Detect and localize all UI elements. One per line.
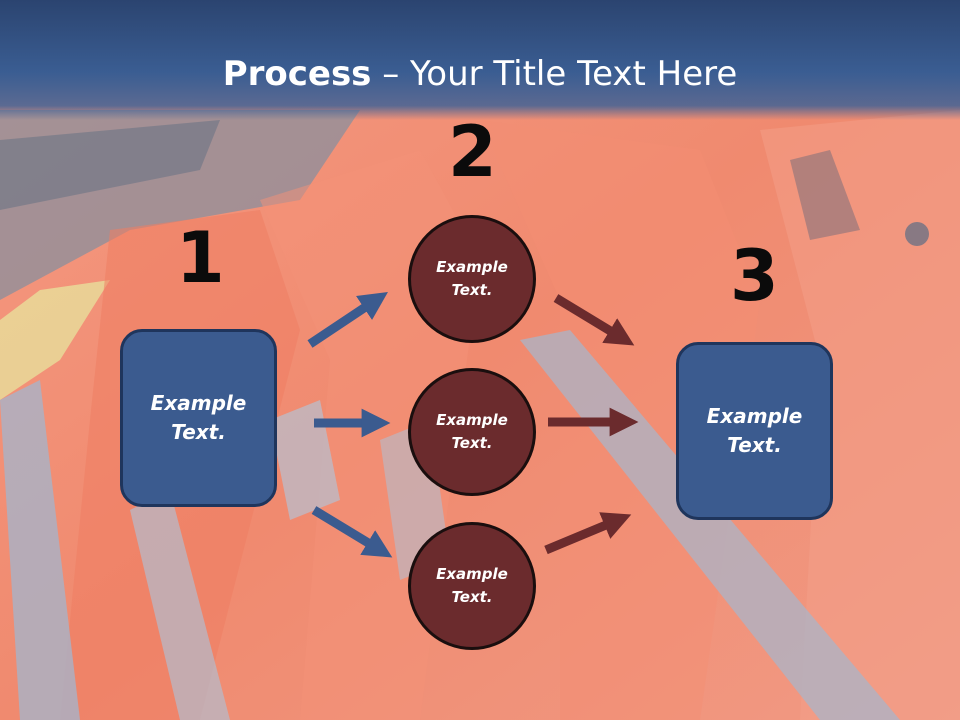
title-bold: Process <box>222 54 372 94</box>
title-bar <box>0 0 960 120</box>
arrow-bottom-to-right <box>544 512 632 555</box>
step-number-1: 1 <box>176 217 225 299</box>
left-box-text: Example Text. <box>150 391 247 444</box>
step-number-2: 2 <box>448 111 497 193</box>
arrow-top-to-right <box>553 294 635 346</box>
circle-top[interactable]: Example Text. <box>408 215 536 343</box>
arrow-left-to-top <box>307 292 388 348</box>
circle-top-text: Example Text. <box>436 258 508 299</box>
circle-middle-text: Example Text. <box>436 411 508 452</box>
circle-bottom[interactable]: Example Text. <box>408 522 536 650</box>
circle-middle[interactable]: Example Text. <box>408 368 536 496</box>
page-title: Process – Your Title Text Here <box>0 52 960 96</box>
step-number-3: 3 <box>730 235 779 317</box>
right-box-text: Example Text. <box>706 404 803 457</box>
arrow-left-to-bottom <box>311 506 393 558</box>
left-box[interactable]: Example Text. <box>120 329 277 507</box>
right-box[interactable]: Example Text. <box>676 342 833 520</box>
title-rest: – Your Title Text Here <box>371 54 738 94</box>
circle-bottom-text: Example Text. <box>436 565 508 606</box>
